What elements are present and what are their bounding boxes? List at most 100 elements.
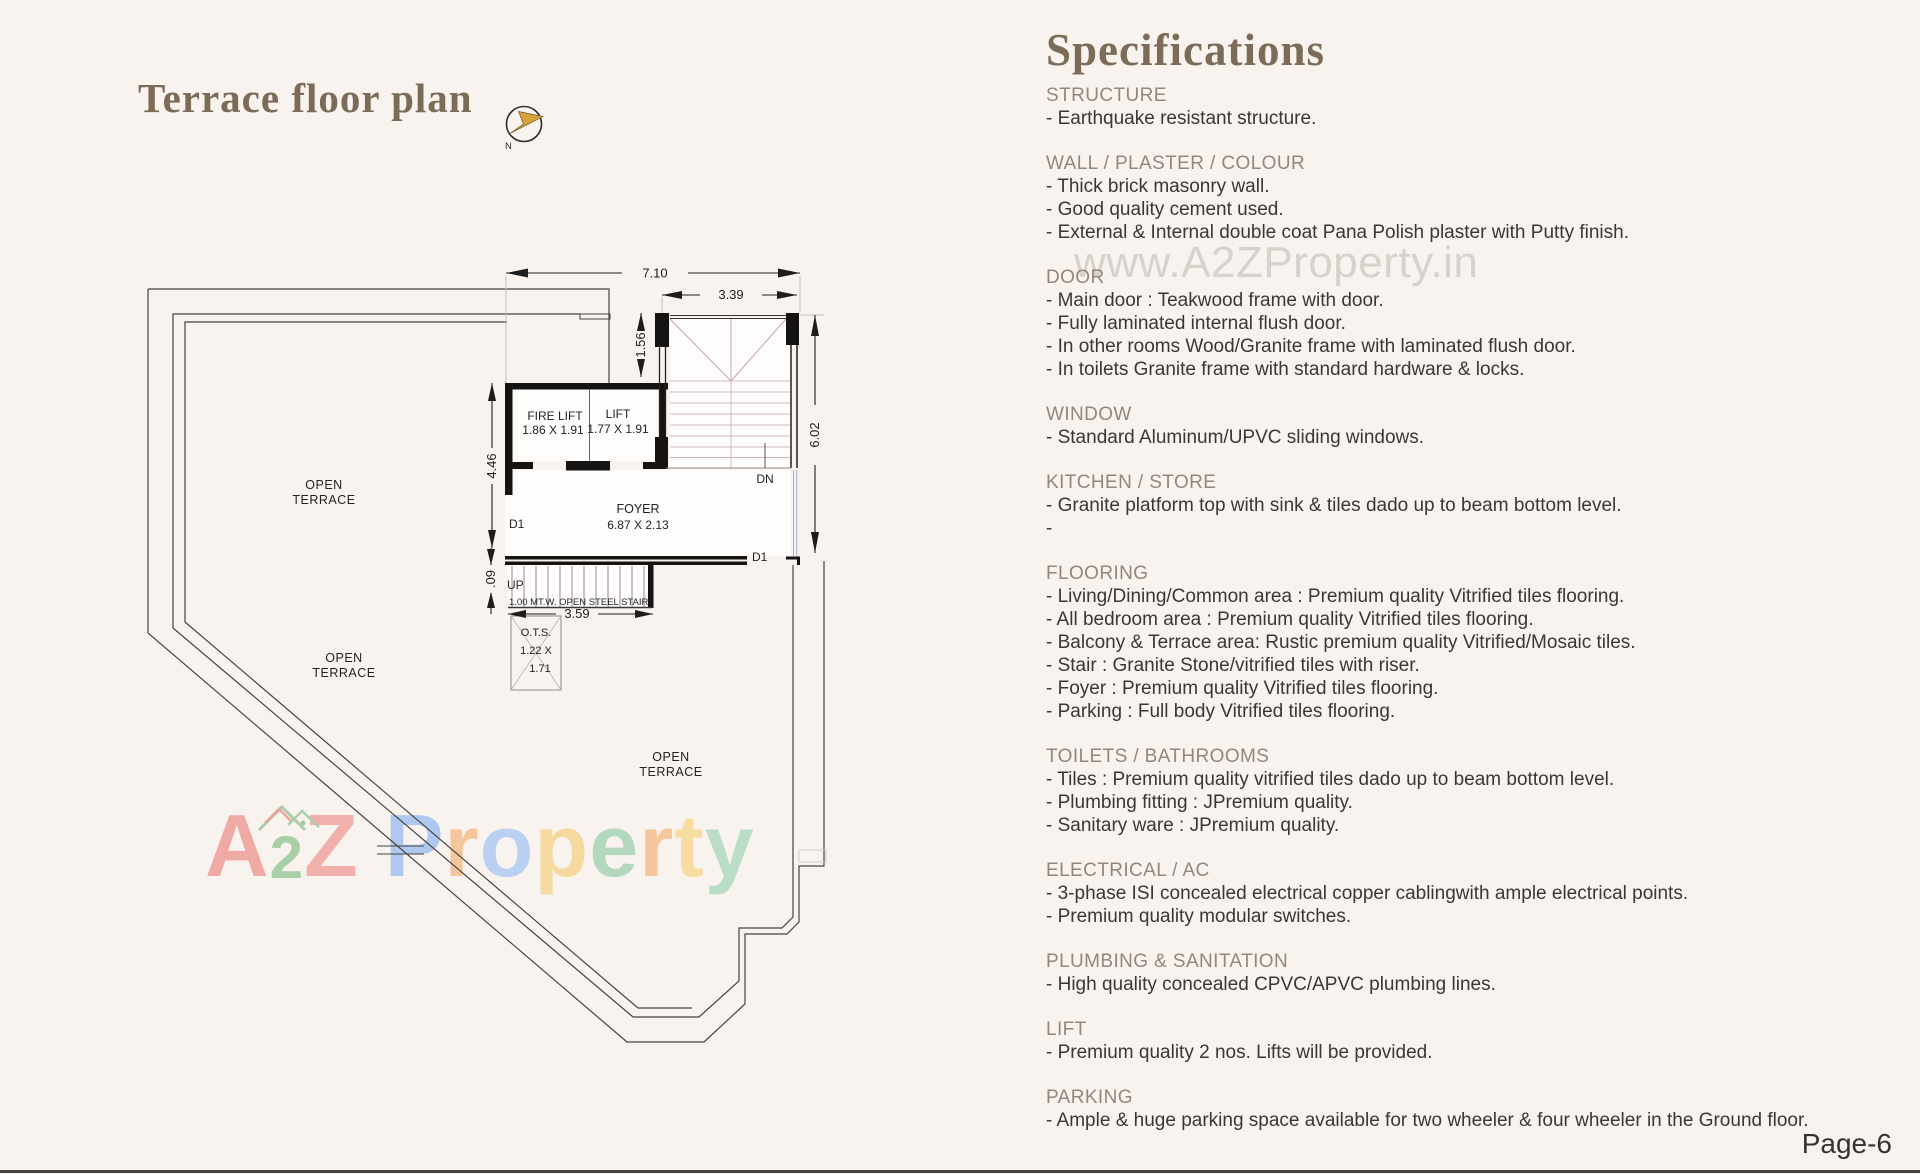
down-label: DN: [756, 472, 773, 486]
spec-item: - Premium quality 2 nos. Lifts will be p…: [1046, 1042, 1433, 1063]
dim-steel-stair: 3.59: [564, 606, 589, 621]
terrace-outline: [147, 288, 825, 1043]
spec-item: - Tiles : Premium quality vitrified tile…: [1046, 769, 1615, 790]
stair-winders: [669, 318, 787, 382]
open-terrace-left-1: OPEN: [305, 478, 342, 492]
brand-letter: 2: [269, 824, 304, 891]
page-title: Terrace floor plan: [138, 75, 473, 121]
spec-heading: PLUMBING & SANITATION: [1046, 951, 1289, 972]
open-terrace-right-1: OPEN: [652, 750, 689, 764]
lift-size: 1.77 X 1.91: [587, 422, 649, 436]
spec-item: - In toilets Granite frame with standard…: [1046, 359, 1525, 380]
spec-section: LIFT- Premium quality 2 nos. Lifts will …: [1046, 1018, 1916, 1064]
foyer-label: FOYER: [616, 502, 659, 516]
spec-item: - Main door : Teakwood frame with door.: [1046, 290, 1384, 311]
spec-item: - Foyer : Premium quality Vitrified tile…: [1046, 678, 1439, 699]
spec-item: - All bedroom area : Premium quality Vit…: [1046, 609, 1534, 630]
spec-heading: WINDOW: [1046, 404, 1132, 425]
dim-landing: 1.56: [633, 332, 648, 357]
dimension-labels: 7.10 3.39 1.56 6.02 4.46 .09 3.59: [483, 266, 822, 622]
brand-house-icon: [257, 804, 320, 832]
foyer-size: 6.87 X 2.13: [607, 518, 669, 532]
brand-letter: r: [444, 796, 480, 895]
ots-label-3: 1.71: [529, 663, 550, 675]
dim-stair-width: 3.39: [718, 287, 743, 302]
spec-sections: STRUCTURE- Earthquake resistant structur…: [1046, 84, 1916, 1154]
open-terrace-mid-2: TERRACE: [312, 666, 375, 680]
open-terrace-right-2: TERRACE: [639, 765, 702, 779]
door-label-left: D1: [509, 517, 525, 531]
extension-lines: [505, 276, 827, 863]
spec-item: - Thick brick masonry wall.: [1046, 176, 1270, 197]
dim-top-width: 7.10: [642, 266, 667, 281]
spec-section: FLOORING- Living/Dining/Common area : Pr…: [1046, 562, 1916, 723]
plan-labels: FIRE LIFT 1.86 X 1.91 LIFT 1.77 X 1.91 F…: [292, 407, 773, 779]
spec-heading: WALL / PLASTER / COLOUR: [1046, 153, 1306, 174]
brand-letter: t: [674, 796, 705, 895]
spec-item: - External & Internal double coat Pana P…: [1046, 222, 1629, 243]
spec-heading: DOOR: [1046, 267, 1105, 288]
lift-label: LIFT: [606, 407, 631, 421]
compass-icon: N: [505, 105, 545, 152]
spec-section: WINDOW- Standard Aluminum/UPVC sliding w…: [1046, 403, 1916, 449]
spec-section: KITCHEN / STORE- Granite platform top wi…: [1046, 471, 1916, 540]
brand-letter: r: [639, 796, 675, 895]
spec-item: - Fully laminated internal flush door.: [1046, 313, 1346, 334]
spec-heading: LIFT: [1046, 1019, 1087, 1040]
core-walls: [505, 313, 799, 608]
brand-letter: y: [704, 796, 755, 895]
dim-wall: .09: [483, 570, 498, 588]
spec-item: - Balcony & Terrace area: Rustic premium…: [1046, 632, 1636, 653]
fire-lift-label: FIRE LIFT: [527, 409, 583, 423]
brand-letter: Z: [303, 796, 359, 895]
ots-label-1: O.T.S.: [521, 627, 552, 639]
steel-stair-risers: [511, 566, 645, 607]
spec-item: - Earthquake resistant structure.: [1046, 108, 1317, 129]
page-number: Page-6: [1801, 1128, 1892, 1159]
spec-heading: ELECTRICAL / AC: [1046, 860, 1210, 881]
open-terrace-mid-1: OPEN: [325, 651, 362, 665]
spec-item: - 3-phase ISI concealed electrical coppe…: [1046, 883, 1689, 904]
spec-heading: FLOORING: [1046, 563, 1149, 584]
spec-section: STRUCTURE- Earthquake resistant structur…: [1046, 84, 1916, 130]
spec-section: TOILETS / BATHROOMS- Tiles : Premium qua…: [1046, 745, 1916, 837]
spec-item: - In other rooms Wood/Granite frame with…: [1046, 336, 1576, 357]
spec-section: PLUMBING & SANITATION- High quality conc…: [1046, 950, 1916, 996]
url-watermark: www.A2ZProperty.in: [1074, 238, 1479, 287]
spec-section: ELECTRICAL / AC- 3-phase ISI concealed e…: [1046, 859, 1916, 928]
specs-title: Specifications: [1046, 25, 1325, 75]
steel-stair-note: 1.00 MT.W. OPEN STEEL STAIR: [509, 597, 649, 608]
spec-item: - Good quality cement used.: [1046, 199, 1284, 220]
spec-section: WALL / PLASTER / COLOUR- Thick brick mas…: [1046, 152, 1916, 244]
spec-item: - Parking : Full body Vitrified tiles fl…: [1046, 701, 1396, 722]
core-wall-lines: [508, 315, 800, 609]
spec-item: - Stair : Granite Stone/vitrified tiles …: [1046, 655, 1420, 676]
spec-item: - Standard Aluminum/UPVC sliding windows…: [1046, 427, 1425, 448]
spec-item: - Living/Dining/Common area : Premium qu…: [1046, 586, 1625, 607]
spec-item: - Granite platform top with sink & tiles…: [1046, 495, 1622, 516]
up-label: UP: [507, 578, 524, 592]
spec-section: DOOR- Main door : Teakwood frame with do…: [1046, 266, 1916, 381]
stair-treads: [670, 380, 791, 468]
bottom-rule: [0, 1170, 1920, 1173]
dimension-arrows: [487, 268, 819, 618]
compass-n-label: N: [505, 141, 512, 152]
spec-item: - Premium quality modular switches.: [1046, 906, 1352, 927]
spec-item: - Plumbing fitting : JPremium quality.: [1046, 792, 1353, 813]
spec-section: PARKING- Ample & huge parking space avai…: [1046, 1086, 1916, 1132]
brand-letter: e: [589, 796, 640, 895]
brand-letter: p: [534, 796, 590, 895]
ots-label-2: 1.22 X: [520, 645, 552, 657]
spec-heading: KITCHEN / STORE: [1046, 472, 1217, 493]
spec-heading: PARKING: [1046, 1087, 1133, 1108]
door-swing-lines: [793, 470, 798, 556]
spec-item: - High quality concealed CPVC/APVC plumb…: [1046, 974, 1496, 995]
spec-item: - Sanitary ware : JPremium quality.: [1046, 815, 1340, 836]
dim-left-height: 4.46: [484, 453, 499, 478]
open-terrace-left-2: TERRACE: [292, 493, 355, 507]
brand-letter: A: [205, 796, 270, 895]
spec-heading: STRUCTURE: [1046, 85, 1167, 106]
